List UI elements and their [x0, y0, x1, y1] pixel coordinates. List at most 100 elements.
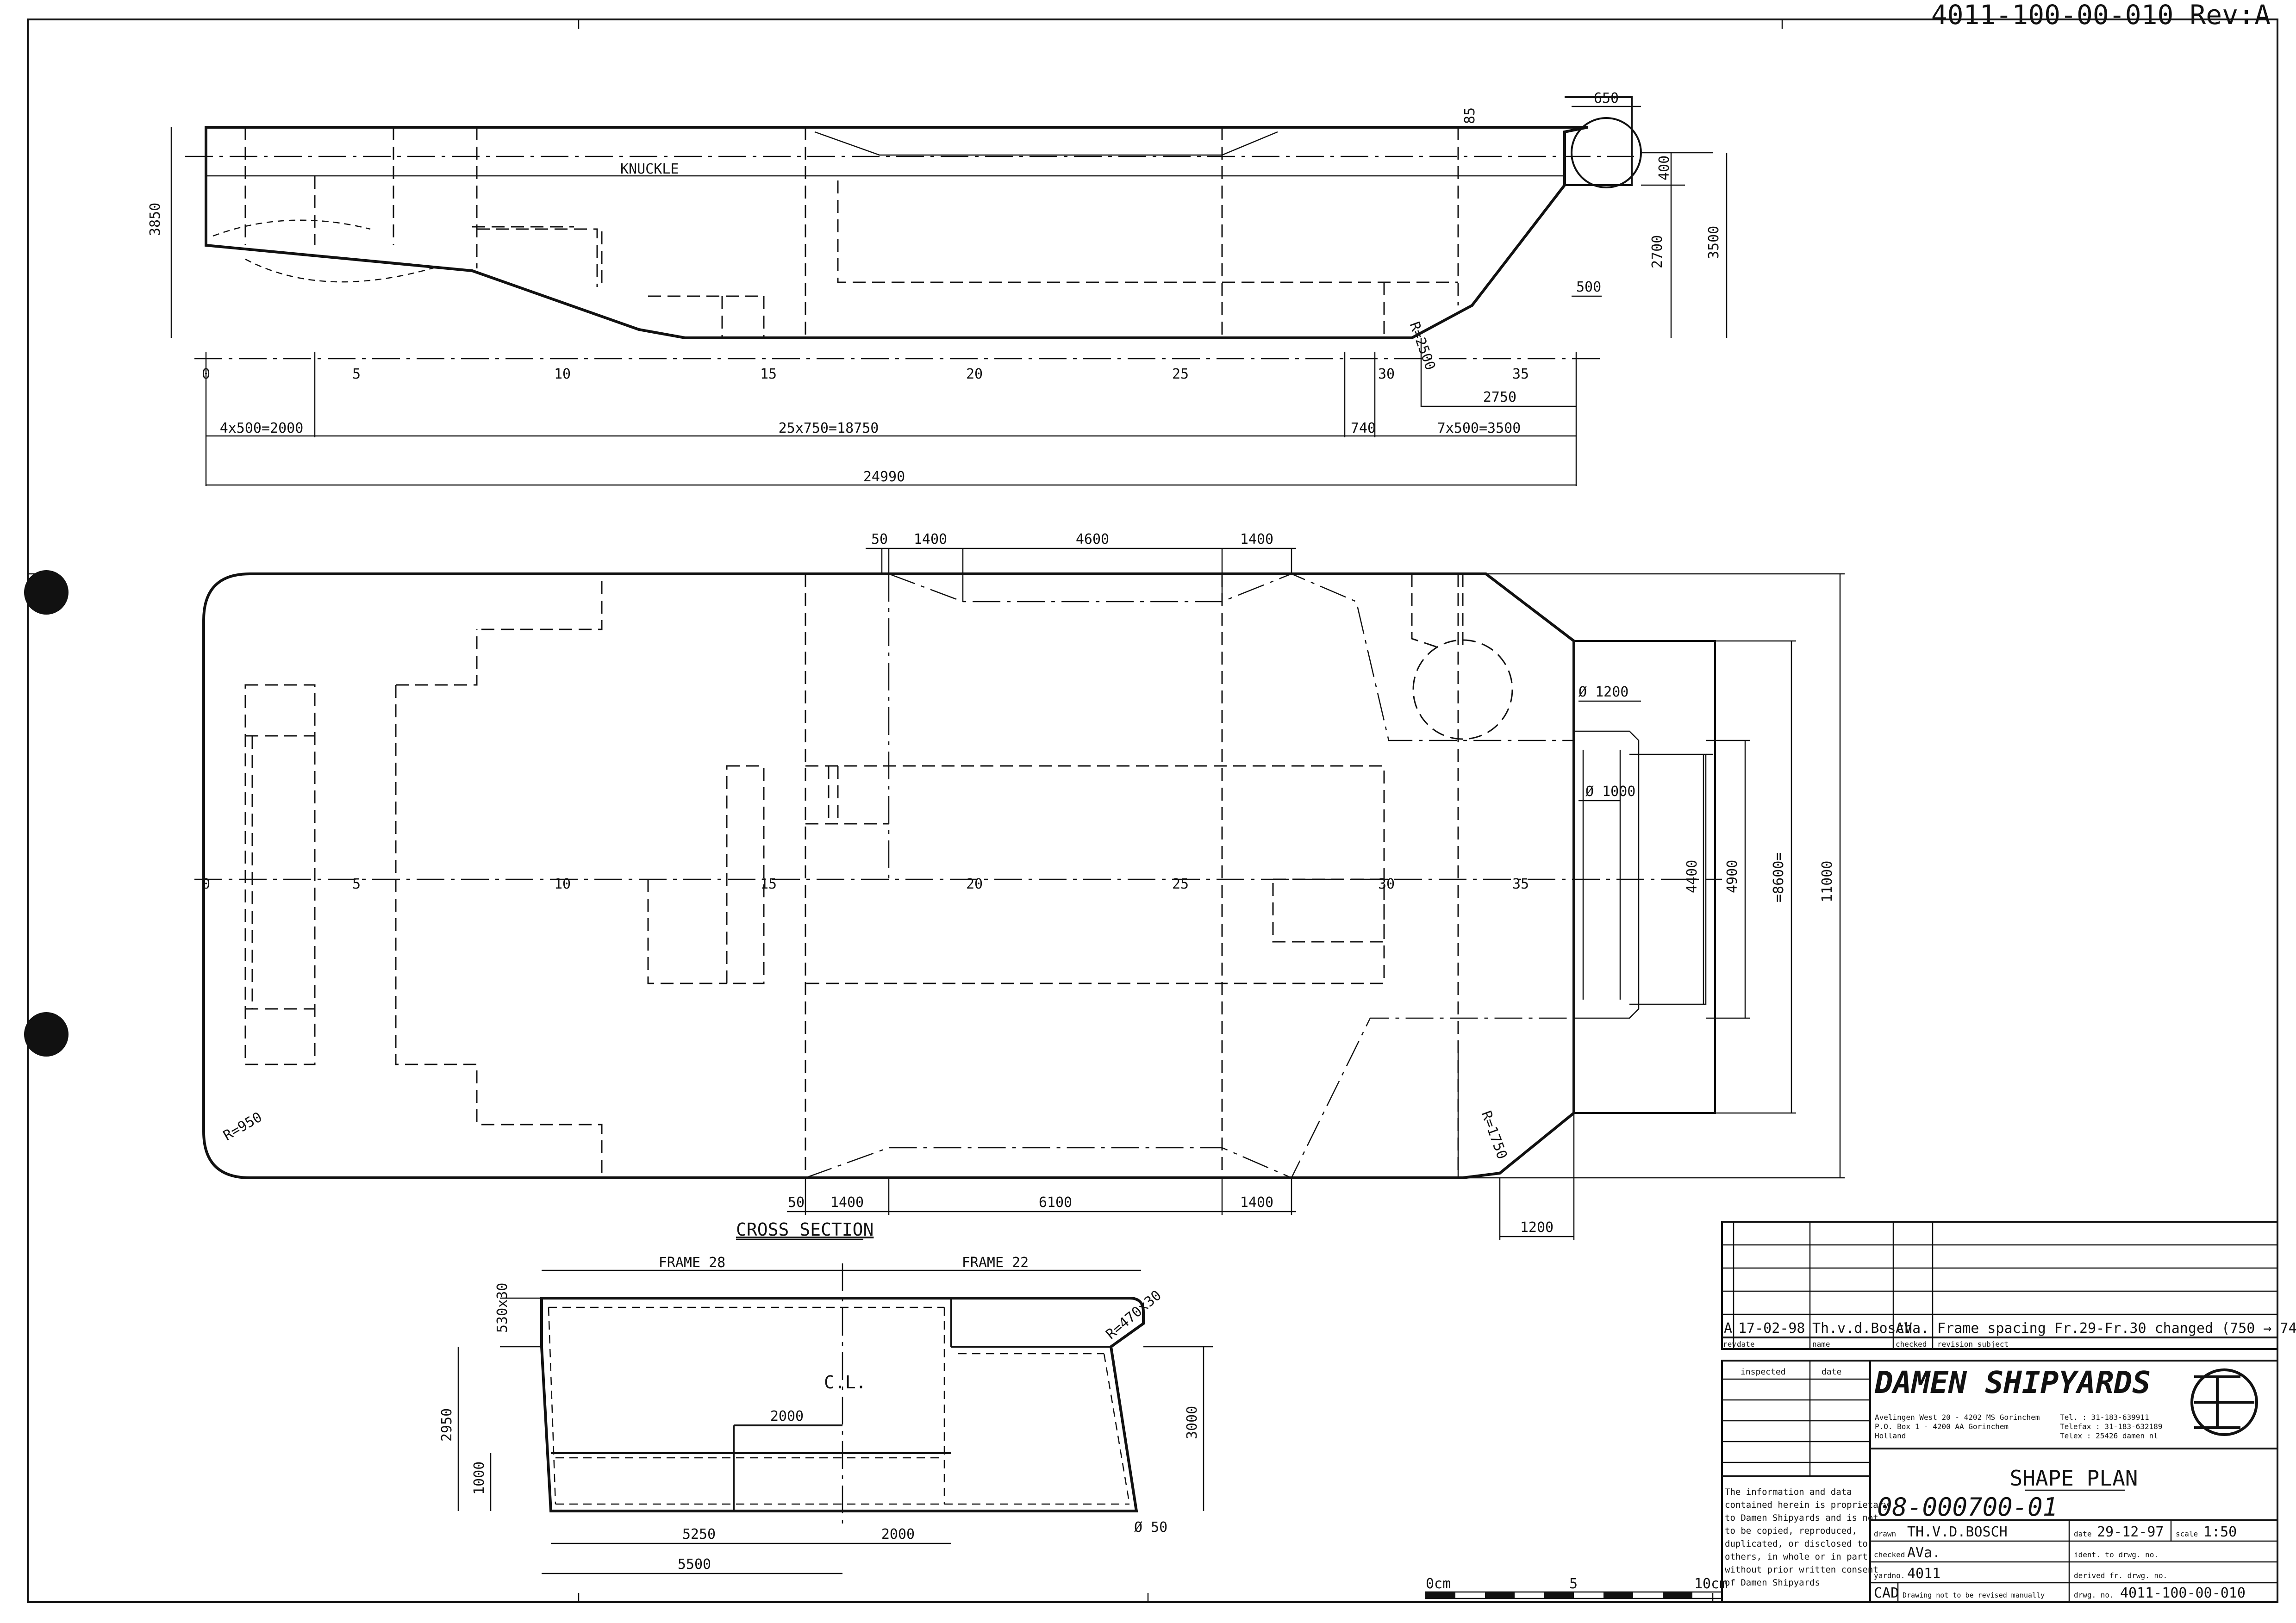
dim-1000: 1000	[471, 1461, 487, 1495]
logo-mark	[2194, 1375, 2254, 1429]
frame-left-label: FRAME 28	[659, 1255, 726, 1271]
plan-stern-box	[244, 684, 316, 1065]
sheet-border	[27, 19, 2278, 1603]
side-hull-outline	[205, 126, 1588, 339]
side-bow-frame	[1565, 96, 1633, 186]
proprietary-line: to Damen Shipyards and is not	[1725, 1513, 1878, 1523]
date-field-label: date	[2074, 1530, 2092, 1538]
dim-2000-bot: 2000	[881, 1526, 915, 1542]
revision-frame	[1721, 1221, 2278, 1350]
rev-header-name: name	[1812, 1340, 1830, 1349]
plan-hull-outline	[202, 572, 1575, 1179]
rev-date: 17-02-98	[1738, 1320, 1805, 1337]
plan-frame-number: 15	[760, 876, 777, 892]
dim-height: 3850	[147, 203, 163, 236]
dim-dia-1000: Ø 1000	[1585, 784, 1635, 800]
frame-number: 30	[1378, 366, 1395, 382]
side-curve-a	[212, 219, 371, 237]
scale-bar-seg	[1603, 1592, 1633, 1598]
rev-header-rev: rev.	[1723, 1340, 1741, 1349]
frame-number: 25	[1172, 366, 1189, 382]
proprietary-line: without prior written consent	[1725, 1565, 1878, 1575]
scale-bar-seg	[1426, 1592, 1455, 1598]
plan-deck-outline-bot	[805, 1017, 1574, 1179]
punch-hole	[24, 1012, 69, 1057]
scale-bar-left: 0cm	[1426, 1576, 1451, 1592]
dim-bot-1400a: 1400	[830, 1194, 864, 1211]
frame-number: 20	[966, 366, 983, 382]
ident-label: ident. to drwg. no.	[2074, 1550, 2159, 1559]
dim-dia-50: Ø 50	[1134, 1519, 1167, 1536]
scale-bar-seg	[1663, 1592, 1692, 1598]
plan-bow-opening	[1573, 730, 1640, 1019]
scale-bar-seg	[1485, 1592, 1515, 1598]
cross-section-deck-step	[950, 1298, 1111, 1348]
plan-pipe-circle	[1412, 639, 1513, 740]
side-tank	[837, 180, 1458, 283]
dim-2750: 2750	[1483, 389, 1516, 405]
dim-5500: 5500	[678, 1556, 711, 1573]
scale-bar: 0cm 5 10cm	[1425, 1576, 1728, 1599]
dim-85: 85	[1462, 107, 1478, 124]
radius-1750: R=1750	[1478, 1109, 1510, 1162]
side-frame-lines	[244, 127, 1459, 338]
frame-number: 0	[202, 366, 210, 382]
dim-530x30: 530x30	[494, 1283, 511, 1333]
drawing-ref: 4011-100-00-010 Rev:A	[1931, 0, 2271, 31]
plan-frame-number: 25	[1172, 876, 1189, 892]
checked-label: checked	[1874, 1550, 1905, 1559]
scale-bar-mid: 5	[1569, 1576, 1578, 1592]
revision-table: A 17-02-98 Th.v.d.Bosch AVa. Frame spaci…	[1721, 1221, 2296, 1350]
punch-hole	[24, 570, 69, 615]
frame-right-label: FRAME 22	[962, 1255, 1029, 1271]
plan-frames	[805, 574, 1459, 1178]
dim-4900: 4900	[1724, 860, 1741, 893]
plan-frame-number: 0	[202, 876, 210, 892]
spacing-d: 7x500=3500	[1437, 420, 1521, 436]
side-recess	[472, 226, 598, 287]
radius-950: R=950	[221, 1109, 265, 1144]
dim-400: 400	[1656, 155, 1672, 180]
rev-checked: AVa.	[1896, 1320, 1929, 1337]
cross-section-outline	[540, 1297, 1145, 1512]
dim-2950: 2950	[439, 1408, 455, 1442]
cad-label: CAD	[1874, 1585, 1899, 1601]
contact-line: Tel. : 31-183-639911	[2060, 1413, 2149, 1422]
scale-value: 1:50	[2203, 1524, 2237, 1540]
drwg-value: 4011-100-00-010	[2120, 1585, 2246, 1601]
side-dimensions: 3850 650 85 400 2700 3500 500 R=2500 0 5…	[147, 90, 1728, 486]
cross-section-title: CROSS SECTION	[736, 1219, 873, 1240]
address-line: Holland	[1875, 1431, 1906, 1440]
knuckle-label: KNUCKLE	[620, 161, 679, 177]
dim-bot-1200: 1200	[1520, 1219, 1554, 1236]
proprietary-line: to be copied, reproduced,	[1725, 1526, 1857, 1536]
derived-label: derived fr. drwg. no.	[2074, 1571, 2167, 1580]
drawing-title: SHAPE PLAN	[2010, 1466, 2138, 1491]
checked-value: AVa.	[1907, 1545, 1940, 1561]
plan-tank	[805, 765, 1385, 984]
spacing-a: 4x500=2000	[220, 420, 304, 436]
proprietary-line: duplicated, or disclosed to	[1725, 1539, 1868, 1549]
drawn-label: drawn	[1874, 1530, 1896, 1538]
cad-note: Drawing not to be revised manually	[1903, 1591, 2045, 1599]
rev-subject: Frame spacing Fr.29-Fr.30 changed (750 →…	[1937, 1320, 2296, 1337]
dim-bot-6100: 6100	[1039, 1194, 1072, 1211]
drwg-label: drwg. no.	[2074, 1591, 2114, 1599]
plan-bow-box	[1574, 640, 1716, 1114]
yardno-value: 4011	[1907, 1566, 1940, 1582]
rev-header-subject: revision subject	[1937, 1340, 2009, 1349]
dim-650: 650	[1594, 90, 1619, 106]
side-curve-b	[245, 258, 440, 283]
cross-section-stiffeners	[548, 1306, 1130, 1505]
damen-logo	[2190, 1368, 2258, 1436]
title-block-frame	[1721, 1360, 2278, 1603]
spacing-b: 25x750=18750	[779, 420, 879, 436]
dim-8600: =8600=	[1771, 852, 1787, 902]
side-bulkhead	[648, 295, 765, 338]
address-line: Avelingen West 20 - 4202 MS Gorinchem	[1875, 1413, 2040, 1422]
company-name: DAMEN SHIPYARDS	[1874, 1365, 2151, 1400]
cross-section: CROSS SECTION FRAME 28 FRAME 22 C.L. 530…	[439, 1219, 1213, 1574]
rev-letter: A	[1724, 1320, 1732, 1337]
drawn-value: TH.V.D.BOSCH	[1907, 1524, 2008, 1540]
